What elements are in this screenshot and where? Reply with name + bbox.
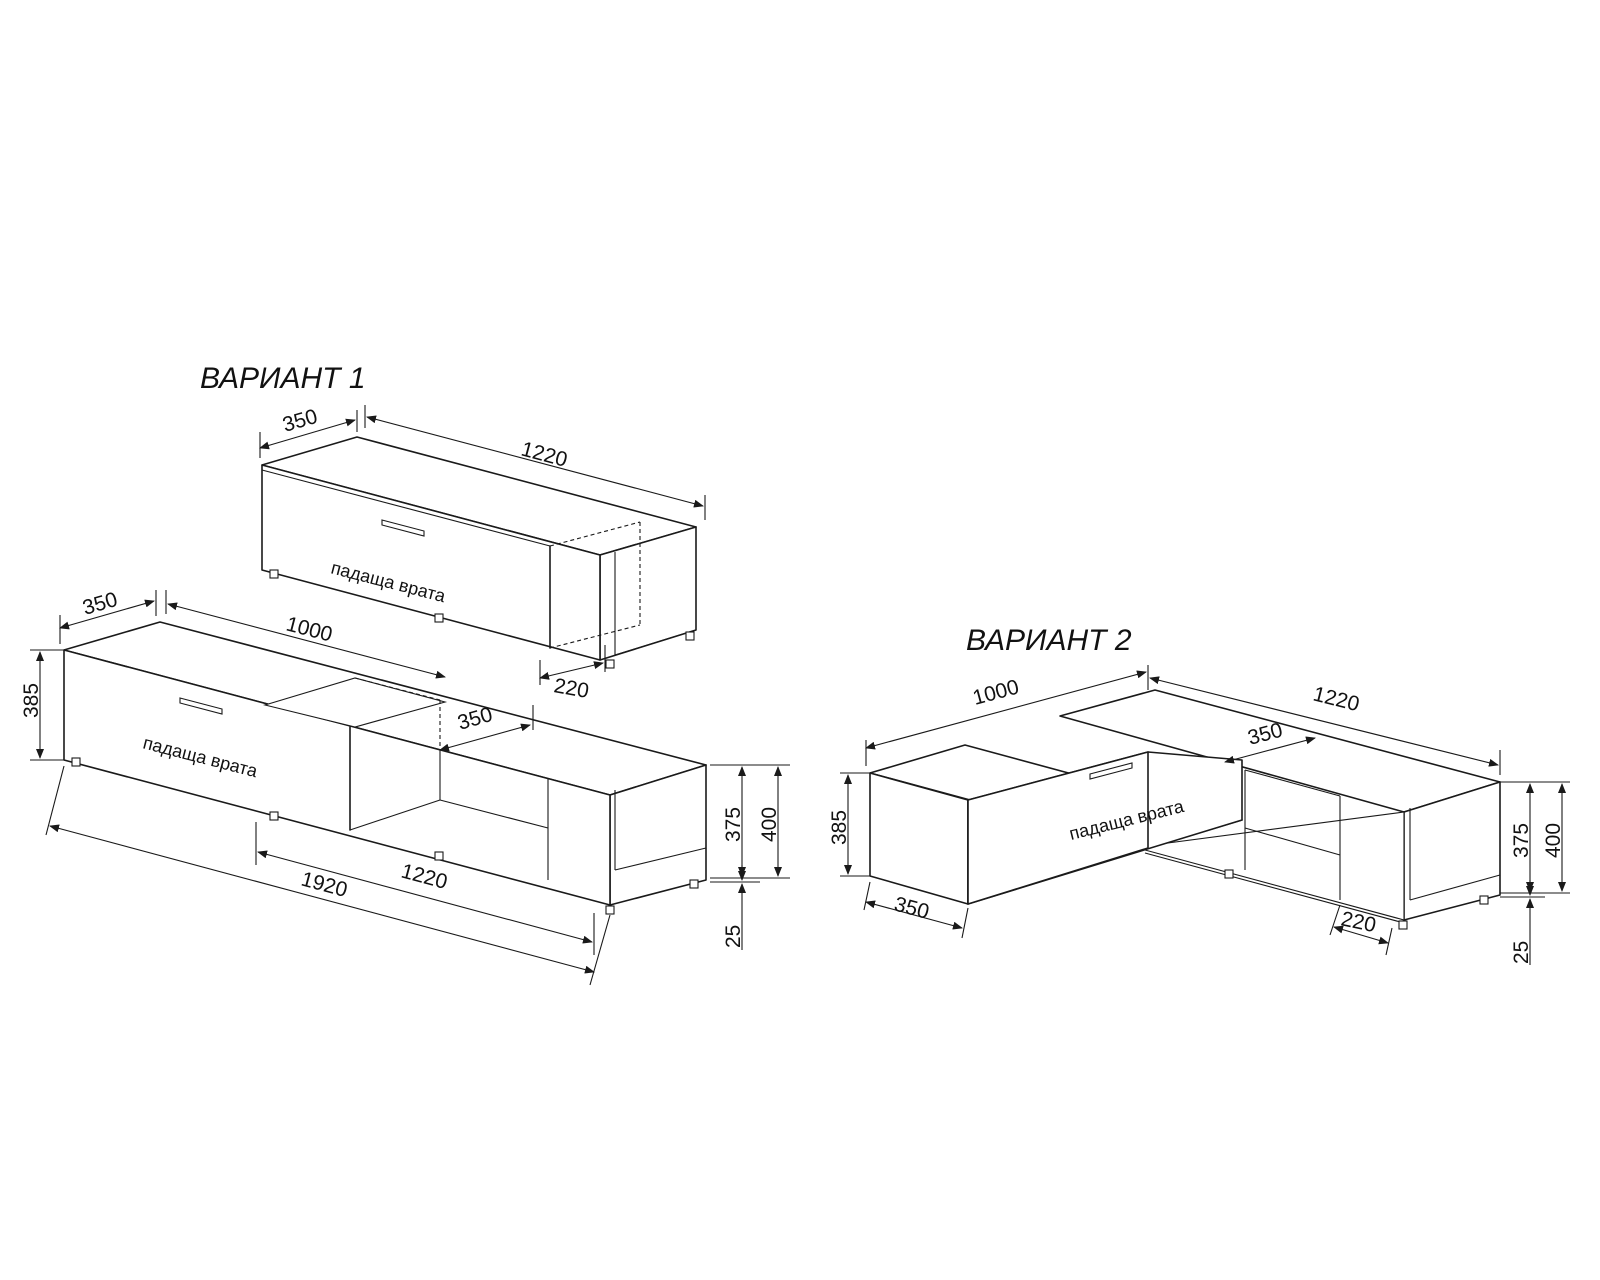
dim-lower-total-1920 [49,824,595,974]
front-door [967,751,1149,905]
lower-open-shelf-bottom [614,847,707,871]
rear-base [1144,852,1405,924]
dim-ext [45,765,65,836]
dim-v2-length-1220 [1149,676,1499,767]
dim-lower-depth [59,599,155,630]
dim-v2-depth-350-text: 350 [892,893,932,924]
corner-tv-unit: падаща врата 1000 1220 350 385 375 400 [828,665,1570,965]
dim-ext [589,914,611,986]
upper-door-top-edge [261,469,551,547]
lower-leg [434,851,444,861]
lower-inner-top [262,677,448,728]
dim-lower-length-1000 [167,602,446,679]
lower-tv-unit: падаща врата 350 1000 385 350 375 400 [20,588,790,986]
rear-leg [1224,869,1234,879]
rear-inner-floor [1244,827,1341,856]
dim-lower-total-1920-text: 1920 [299,868,350,902]
dim-v2-length-1220-text: 1220 [1311,683,1362,717]
rear-leg [1479,895,1489,905]
variant-2-title: ВАРИАНТ 2 [966,624,1132,657]
dim-v2-length-1000-text: 1000 [970,676,1021,710]
dim-upper-depth [259,418,356,450]
dim-v2-shelf-220 [1333,925,1389,945]
upper-leg [269,569,279,579]
variant-1-title: ВАРИАНТ 1 [200,362,366,395]
upper-leg [434,613,444,623]
upper-hidden-edge-3 [549,624,641,649]
front-door-handle [1089,762,1133,780]
dim-upper-shelf-text: 220 [552,674,591,703]
rear-leg [1398,920,1408,930]
upper-hidden-edge-1 [549,521,641,547]
dim-v2-leg-25-text: 25 [1510,941,1533,964]
dim-upper-length-text: 1220 [519,438,570,472]
dim-v2-inner-depth [1224,736,1316,764]
dim-v2-height-400-text: 400 [1542,823,1565,858]
dim-v2-depth-350 [865,900,963,930]
dim-v2-height-375-text: 375 [1510,823,1533,858]
upper-open-shelf-bottom [614,629,697,656]
dim-ext [1385,927,1393,956]
variant-1: ВАРИАНТ 1 падаща врата 350 [20,362,790,986]
upper-leg [685,631,695,641]
dim-lower-height-400-text: 400 [758,807,781,842]
dim-ext [1329,904,1341,936]
dim-lower-leg-25-text: 25 [722,925,745,948]
variant-2: ВАРИАНТ 2 падаща врата [828,624,1570,965]
dim-v2-height-385-text: 385 [828,810,851,845]
dim-lower-length-1220-text: 1220 [399,860,450,894]
lower-inner-floor [439,799,549,829]
lower-leg [689,879,699,889]
upper-door-handle [381,519,425,537]
dim-lower-depth-text: 350 [80,588,120,620]
rear-open-shelf-bottom [1409,874,1501,901]
dim-lower-inner-depth [439,723,531,752]
lower-leg [605,905,615,915]
upper-leg [605,659,615,669]
lower-hidden-edge [354,677,441,701]
rear-inner-edge [1244,769,1341,797]
dim-lower-height-385-text: 385 [20,683,43,718]
dim-lower-height-375-text: 375 [722,807,745,842]
dim-ext [863,881,871,911]
dim-ext [961,907,969,939]
upper-unit-front [261,464,601,661]
dim-upper-shelf [539,661,604,680]
lower-leg [269,811,279,821]
upper-tv-unit: падаща врата 350 1220 220 [259,405,706,703]
dim-v2-length-1000 [865,670,1147,750]
lower-leg [71,757,81,767]
lower-door-handle [179,697,223,715]
dim-upper-length [366,415,704,508]
